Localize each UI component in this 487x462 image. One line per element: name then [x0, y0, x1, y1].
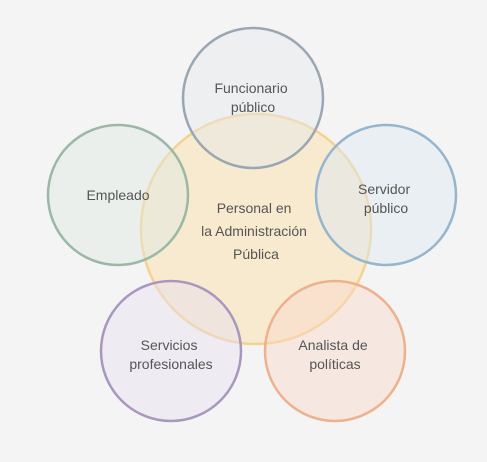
- analista-label: Analista de políticas: [298, 337, 371, 372]
- servidor-label: Servidor público: [358, 181, 414, 216]
- node-circle-analista: [263, 279, 407, 423]
- servicios-label-line-2: profesionales: [129, 356, 212, 372]
- node-analista-group: [263, 279, 407, 423]
- node-servidor-group: [314, 123, 458, 267]
- servicios-label-line-1: Servicios: [141, 337, 198, 353]
- funcionario-label: Funcionario público: [214, 80, 291, 115]
- analista-label-line-2: políticas: [309, 356, 360, 372]
- center-label-line-1: Personal en: [217, 200, 292, 216]
- servidor-label-line-2: público: [364, 200, 409, 216]
- servidor-label-line-1: Servidor: [358, 181, 410, 197]
- center-label-line-2: la Administración: [201, 223, 307, 239]
- servicios-label: Servicios profesionales: [129, 337, 212, 372]
- empleado-label: Empleado: [86, 187, 149, 203]
- node-servicios-group: [99, 279, 243, 423]
- analista-label-line-1: Analista de: [298, 337, 367, 353]
- center-label: Personal en la Administración Pública: [201, 200, 311, 262]
- funcionario-label-line-1: Funcionario: [214, 80, 287, 96]
- node-circle-funcionario: [181, 26, 325, 170]
- node-circle-empleado: [46, 123, 190, 267]
- empleado-label-line-1: Empleado: [86, 187, 149, 203]
- node-funcionario-group: [181, 26, 325, 170]
- funcionario-label-line-2: público: [231, 99, 276, 115]
- node-circle-servidor: [314, 123, 458, 267]
- node-circle-servicios: [99, 279, 243, 423]
- node-empleado-group: [46, 123, 190, 267]
- center-label-line-3: Pública: [233, 246, 279, 262]
